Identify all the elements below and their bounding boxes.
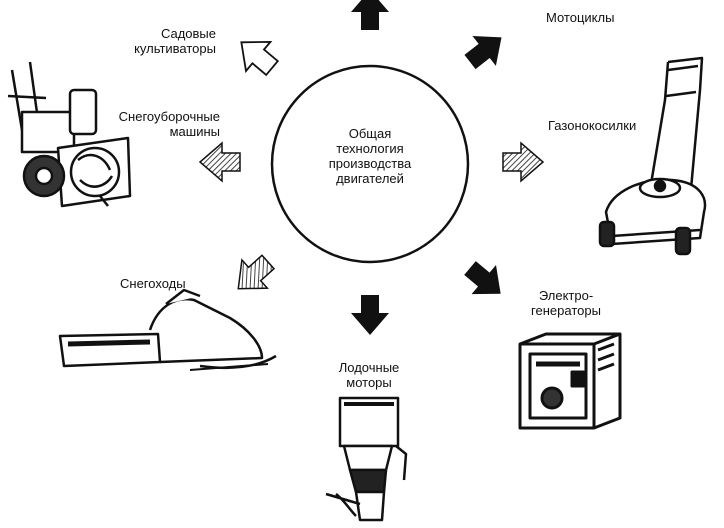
- arrow-lawn-mowers: [502, 141, 545, 183]
- label-generators: Электро- генераторы: [531, 288, 601, 318]
- label-motorcycles: Мотоциклы: [546, 10, 615, 25]
- label-snow-blowers: Снегоуборочные машины: [118, 109, 220, 139]
- generator-icon: [518, 332, 622, 430]
- arrow-snowmobiles: [237, 254, 276, 290]
- lawn-mower-icon: [598, 56, 707, 256]
- label-snowmobiles: Снегоходы: [120, 276, 186, 291]
- label-garden-cultivators: Садовые культиваторы: [134, 26, 216, 56]
- arrow-generators: [464, 261, 501, 295]
- arrow-motorcycles: [464, 35, 502, 70]
- label-outboard-motors: Лодочные моторы: [338, 360, 400, 390]
- snow-blower-icon: [7, 61, 132, 208]
- center-circle: [270, 64, 470, 264]
- arrow-outboard-motors: [351, 295, 389, 335]
- center-label: Общая технология производства двигателей: [328, 126, 412, 186]
- snowmobile-icon: [58, 288, 277, 371]
- outboard-motor-icon: [325, 396, 408, 522]
- arrow-garden-cultivators: [240, 40, 280, 77]
- arrow-up: [351, 0, 389, 30]
- label-lawn-mowers: Газонокосилки: [548, 118, 637, 133]
- arrow-snow-blowers: [198, 141, 241, 183]
